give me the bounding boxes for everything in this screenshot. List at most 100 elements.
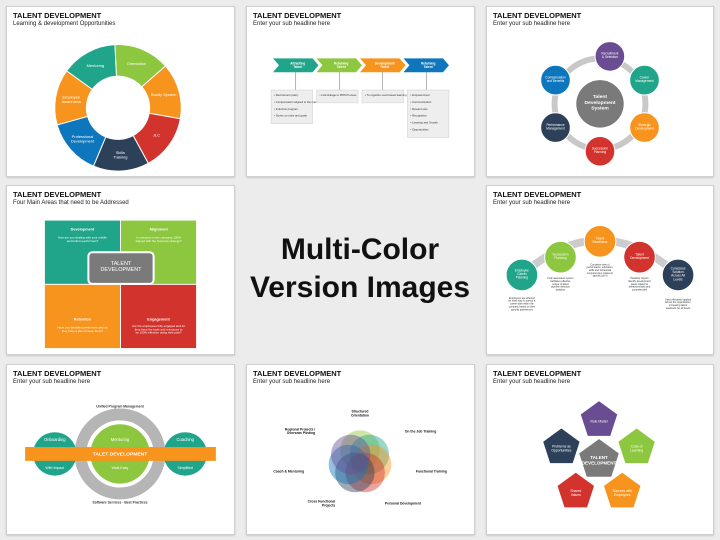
- petal: [345, 452, 385, 493]
- arc-top-label: Unified Program Management: [96, 404, 144, 408]
- slide-title: TALENT DEVELOPMENT: [253, 369, 342, 378]
- slide-subtitle: Four Main Areas that need to be Addresse…: [13, 200, 129, 206]
- slide-subtitle: Enter your sub headline here: [493, 21, 571, 27]
- segment-label: Buddy System: [151, 92, 177, 97]
- list-item: • Recruitment policy: [274, 93, 299, 97]
- pentagon: [556, 471, 596, 509]
- petal-label: Coach & Mentoring: [273, 469, 304, 473]
- quadrant-heading: Retention: [74, 317, 92, 321]
- left-bottom-label: With Impact: [45, 466, 64, 470]
- slide-talent-process[interactable]: TALENT DEVELOPMENT Enter your sub headli…: [246, 6, 475, 177]
- mid-bottom-label: Walk Easy: [112, 466, 129, 470]
- petal-label: Personal Development: [385, 502, 422, 506]
- quadrant-text: Is everyone in the company 100%aligned w…: [136, 236, 182, 243]
- process-list-box: [316, 89, 359, 104]
- list-item: • Empowerment: [410, 93, 430, 97]
- list-item: • Link-linkage to PMS Process: [319, 93, 357, 97]
- talent-circle: [623, 240, 656, 274]
- list-item: • Reward sets: [410, 107, 428, 111]
- petal-label: On the Job Training: [405, 429, 437, 433]
- center-pentagon: [577, 437, 621, 479]
- slide-title: TALENT DEVELOPMENT: [493, 11, 582, 20]
- bar-label: TALET DEVELOPMENT: [93, 451, 148, 457]
- slide-title: TALENT DEVELOPMENT: [13, 11, 102, 20]
- cycle-node: [540, 64, 571, 96]
- petal: [330, 434, 371, 475]
- headline-line-2: Version Images: [249, 270, 471, 304]
- cycle-node: [594, 41, 626, 72]
- process-list-box: [270, 89, 313, 124]
- petal: [351, 444, 392, 485]
- slide-pentagons[interactable]: TALENT DEVELOPMENT Enter your sub headli…: [486, 364, 714, 535]
- pentagon: [579, 399, 619, 437]
- process-list-box: [407, 89, 450, 138]
- arc-bottom-label: Software Services · Best Practices: [92, 500, 147, 504]
- slide-learning-opportunities[interactable]: TALENT DEVELOPMENT Learning & developmen…: [6, 6, 235, 177]
- cycle-node: [629, 112, 660, 143]
- node-label: Recruitment& Selection: [601, 52, 618, 60]
- center-bar: [25, 447, 216, 461]
- center-box: [87, 251, 155, 285]
- right-top-label: Coaching: [176, 437, 194, 442]
- slide-program-management[interactable]: TALENT DEVELOPMENT Enter your sub headli…: [6, 364, 235, 535]
- slide-subtitle: Enter your sub headline here: [493, 379, 571, 385]
- process-arrow: [316, 58, 362, 73]
- pentagon: [542, 427, 581, 465]
- slide-talent-system[interactable]: TALENT DEVELOPMENT Enter your sub headli…: [486, 6, 714, 177]
- list-item: • Communication: [410, 100, 431, 104]
- mid-top-label: Mentoring: [111, 437, 130, 442]
- cycle-node: [540, 112, 571, 143]
- list-item: • Compensation aligned to the market: [274, 100, 320, 104]
- right-bottom-label: Simplified: [178, 466, 193, 470]
- slide-title: TALENT DEVELOPMENT: [253, 11, 342, 20]
- slide-four-areas[interactable]: TALENT DEVELOPMENT Four Main Areas that …: [6, 185, 235, 355]
- quadrant-heading: Development: [71, 227, 95, 231]
- quadrant: [120, 284, 197, 349]
- center-circle: [576, 80, 624, 128]
- segment-label: Mentoring: [87, 63, 105, 68]
- pentagon-label: Role Model: [591, 419, 608, 423]
- slide-talent-circles[interactable]: TALENT DEVELOPMENT Enter your sub headli…: [486, 185, 714, 355]
- list-item: • To organize need based learning and de…: [365, 93, 444, 97]
- quadrant-heading: Engagement: [147, 317, 170, 321]
- list-item: • Induction program: [274, 107, 299, 111]
- slide-subtitle: Enter your sub headline here: [493, 200, 571, 206]
- petal: [328, 444, 369, 485]
- cycle-node: [584, 135, 616, 167]
- petal-label: Regional Projects /Overseas Posting: [285, 427, 315, 435]
- petal: [349, 434, 390, 475]
- talent-circle: [661, 258, 695, 292]
- left-top-label: Onboarding: [44, 437, 66, 442]
- slide-flower[interactable]: TALENT DEVELOPMENT Enter your sub headli…: [246, 364, 475, 535]
- slide-subtitle: Learning & development Opportunities: [13, 21, 116, 27]
- quadrant: [44, 284, 121, 349]
